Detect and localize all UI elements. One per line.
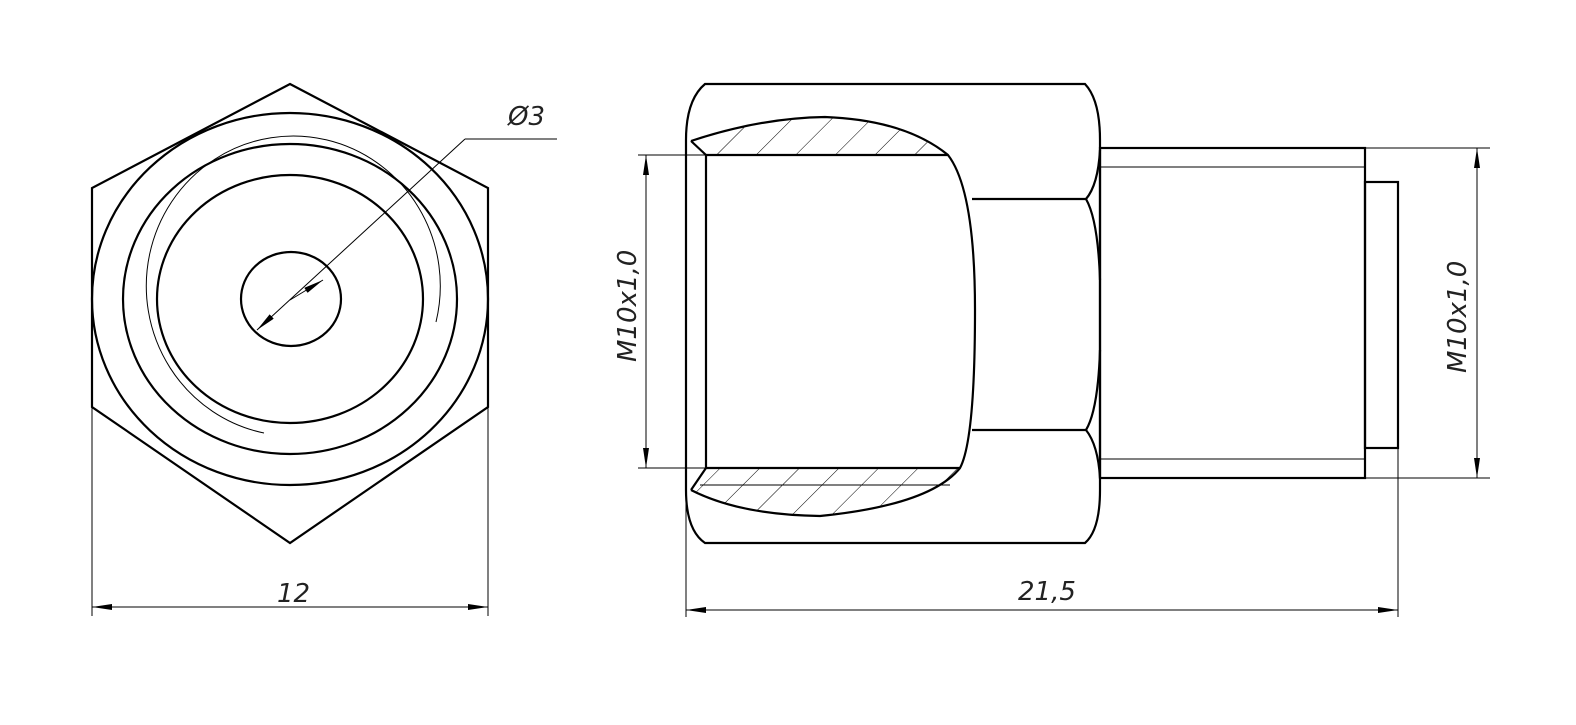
hex-curve: [1084, 149, 1102, 281]
thread-arc: [145, 135, 441, 434]
diameter-leader: [256, 138, 466, 331]
side-view: M10x1,0 M10x1,0 21,5: [613, 82, 1490, 617]
section-hatch-bottom: [691, 468, 960, 516]
diameter-arrow-2: [289, 279, 324, 301]
end-view: Ø3 12: [90, 82, 557, 616]
thread-outer-circle: [121, 142, 459, 456]
hole-diameter-label: Ø3: [507, 102, 545, 132]
outer-thread-label: M10x1,0: [1443, 261, 1473, 373]
shank-step: [1363, 180, 1400, 450]
section-hatch-top: [691, 117, 948, 155]
bore-circle: [155, 173, 425, 425]
threaded-shank: [1098, 146, 1367, 480]
cavity-profile: [690, 115, 977, 518]
chamfer: [690, 140, 707, 156]
length-label: 21,5: [1018, 577, 1076, 607]
nut-body-outline: [684, 82, 1102, 545]
hex-outline: [90, 82, 490, 545]
width-label: 12: [277, 579, 310, 609]
hex-curve: [1084, 349, 1102, 479]
inner-thread-label: M10x1,0: [613, 250, 643, 362]
chamfer-circle: [90, 111, 490, 487]
chamfer: [690, 467, 707, 491]
center-hole: [239, 250, 343, 348]
